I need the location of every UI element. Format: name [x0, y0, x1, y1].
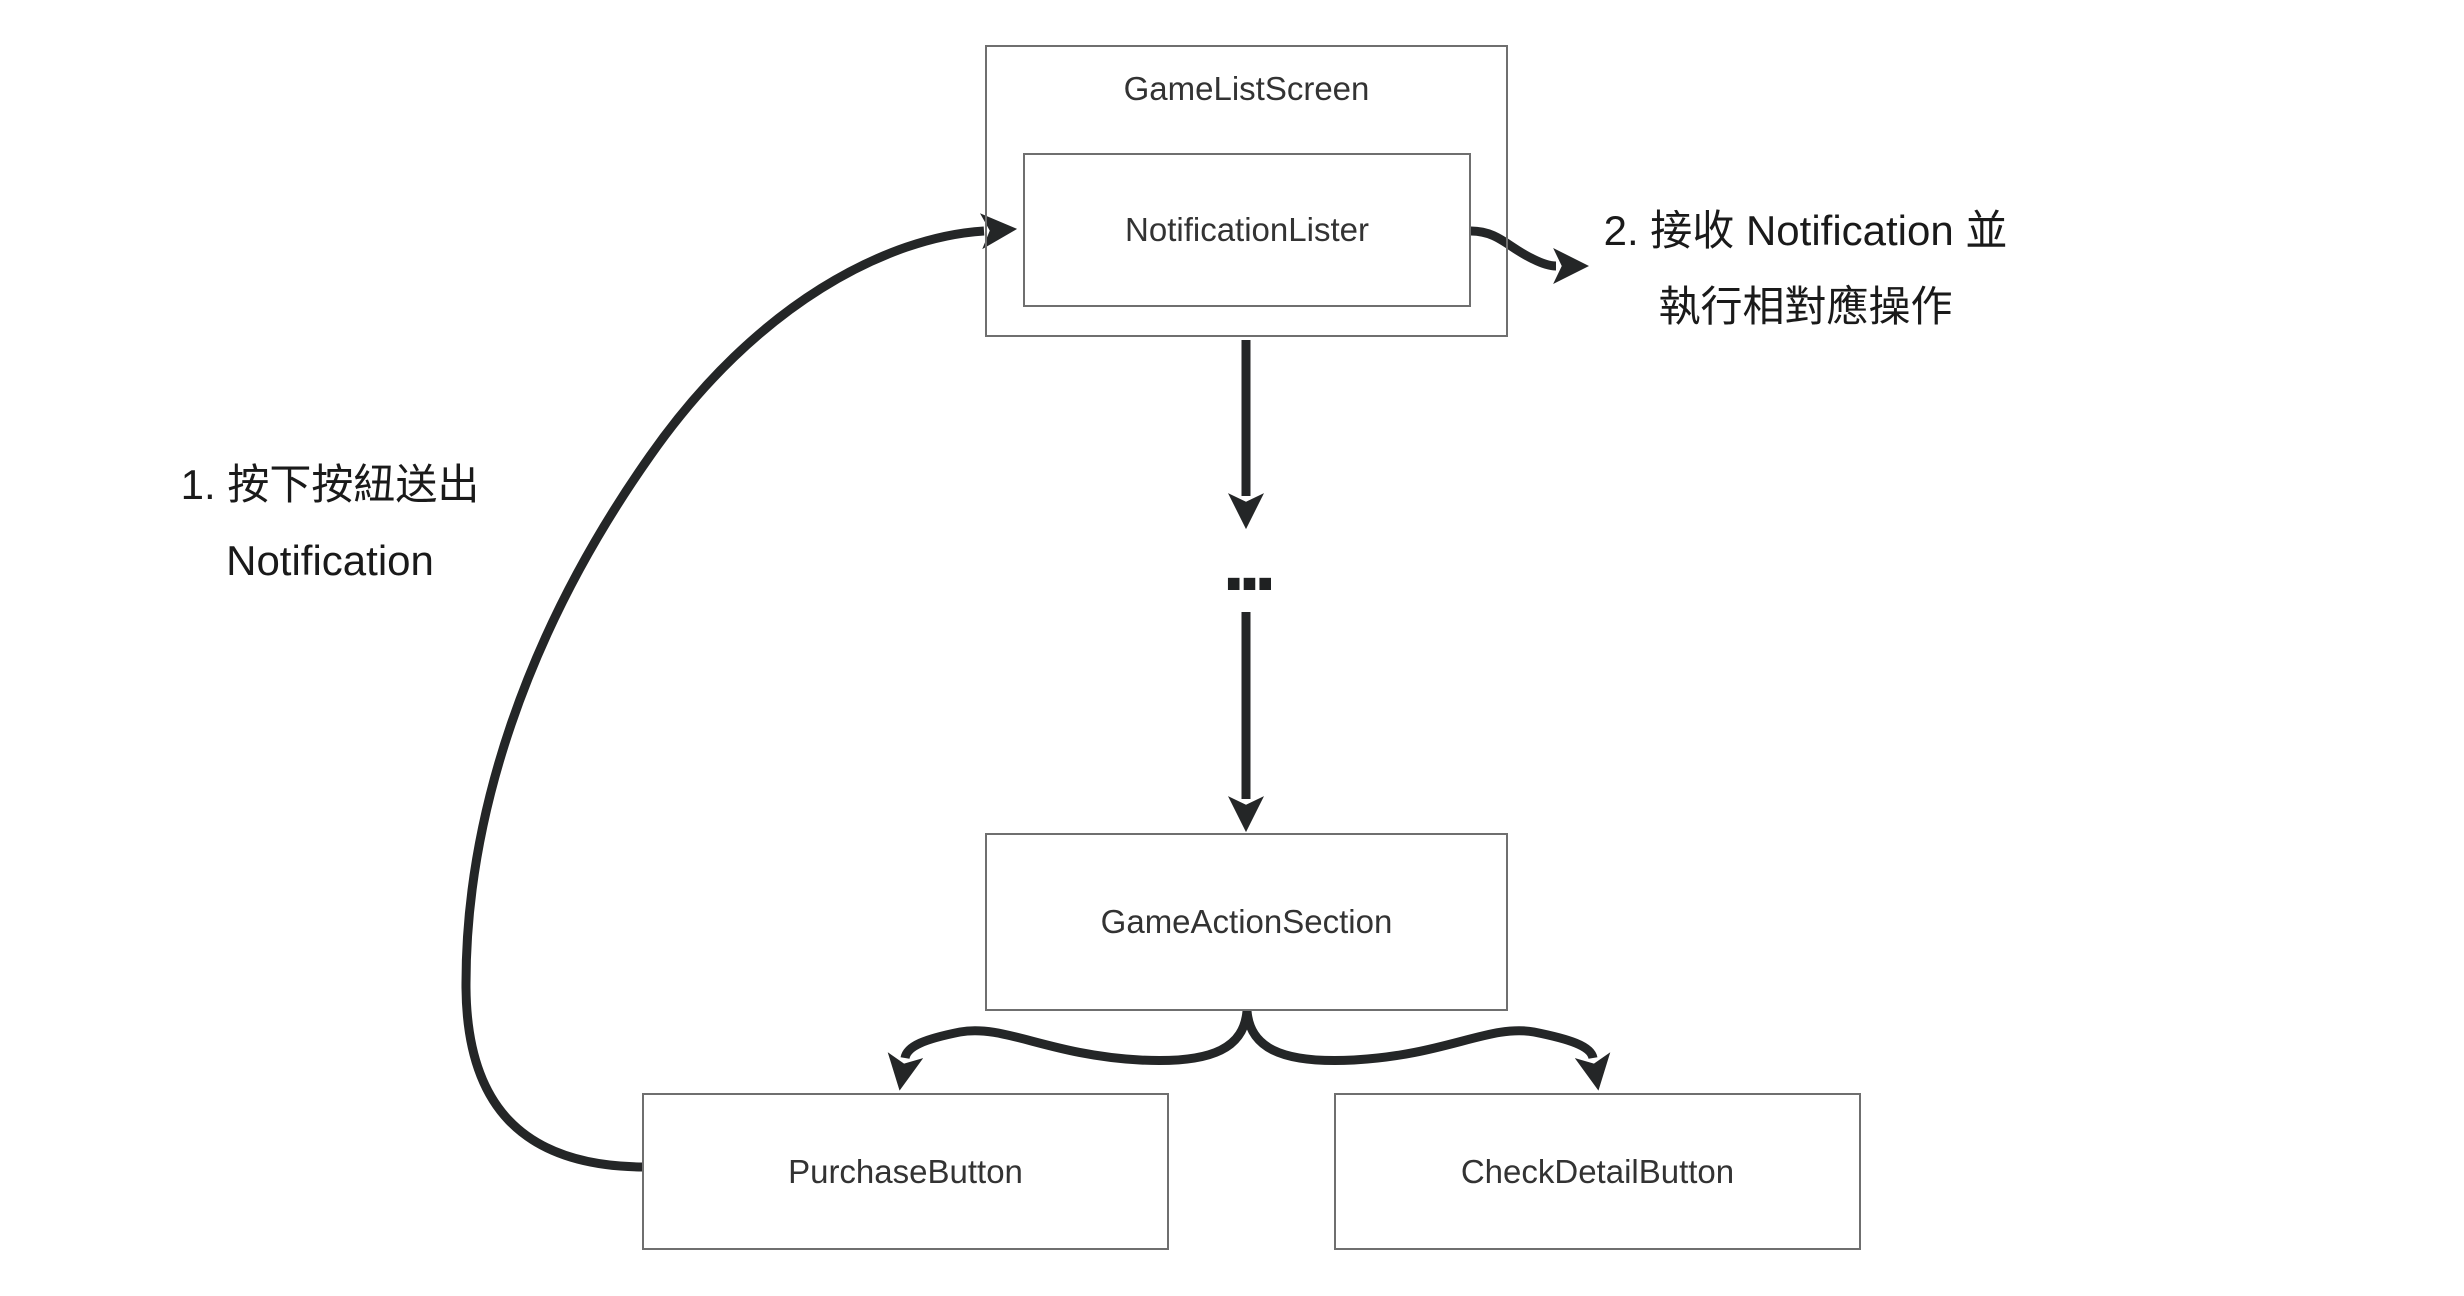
ellipsis-node: ...	[1222, 517, 1276, 608]
annotation-step1-line1: 1. 按下按紐送出	[180, 461, 480, 508]
arrow-notificationlister-to-step2	[1470, 226, 1590, 284]
annotation-step2: 2. 接收 Notification 並 執行相對應操作	[1578, 193, 2033, 345]
arrow-gameaction-to-checkdetail	[1242, 1010, 1611, 1091]
node-game-list-screen-label: GameListScreen	[1123, 70, 1370, 107]
node-check-detail-button: CheckDetailButton	[1334, 1093, 1861, 1250]
node-purchase-button-label: PurchaseButton	[788, 1152, 1023, 1190]
node-notification-lister-label: NotificationLister	[1125, 211, 1369, 248]
node-game-list-screen: GameListScreen	[985, 45, 1508, 337]
arrow-gameaction-to-purchase	[887, 1010, 1252, 1091]
annotation-step1-line2: Notification	[226, 537, 434, 584]
arrow-purchase-to-notificationlister	[461, 213, 1018, 1172]
annotation-step2-line1: 2. 接收 Notification 並	[1603, 207, 2008, 254]
node-check-detail-button-label: CheckDetailButton	[1460, 1152, 1735, 1190]
annotation-step1: 1. 按下按紐送出 Notification	[100, 447, 560, 599]
node-notification-lister: NotificationLister	[1023, 153, 1471, 307]
node-game-action-section: GameActionSection	[985, 833, 1508, 1011]
annotation-step2-line2: 執行相對應操作	[1658, 283, 1953, 330]
node-game-action-section-label: GameActionSection	[1100, 903, 1393, 940]
node-purchase-button: PurchaseButton	[642, 1093, 1169, 1250]
